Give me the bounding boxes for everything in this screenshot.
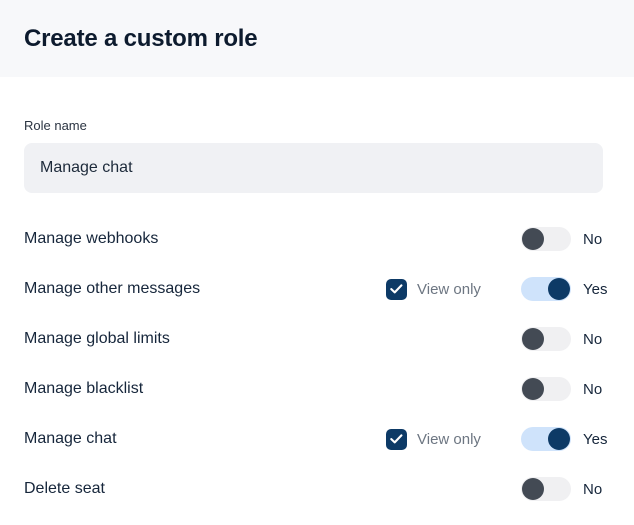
permission-label: Manage webhooks xyxy=(24,230,159,247)
toggle-state-label: No xyxy=(583,380,603,398)
permission-row: Manage chat View only Yes xyxy=(24,414,610,464)
permission-toggle[interactable] xyxy=(521,477,571,501)
permission-toggle-group[interactable]: Yes xyxy=(521,427,607,451)
role-name-input[interactable] xyxy=(24,143,603,193)
permission-row: Delete seat No xyxy=(24,464,610,514)
page-header: Create a custom role xyxy=(0,0,634,77)
permission-label: Manage other messages xyxy=(24,280,201,297)
permission-toggle[interactable] xyxy=(521,227,571,251)
permission-label: Manage global limits xyxy=(24,330,170,347)
check-icon xyxy=(390,434,403,444)
permission-label: Delete seat xyxy=(24,480,105,497)
toggle-knob xyxy=(522,478,544,500)
view-only-label: View only xyxy=(417,280,481,298)
view-only-checkbox[interactable] xyxy=(386,278,407,300)
permission-row: Manage blacklist No xyxy=(24,364,610,414)
toggle-state-label: No xyxy=(583,330,603,348)
view-only-group[interactable]: View only xyxy=(386,428,481,450)
role-name-label: Role name xyxy=(24,118,87,133)
permission-label: Manage chat xyxy=(24,430,117,447)
toggle-knob xyxy=(522,328,544,350)
permission-toggle[interactable] xyxy=(521,327,571,351)
toggle-state-label: Yes xyxy=(583,280,608,298)
permission-row: Manage webhooks No xyxy=(24,214,610,264)
role-name-field-group: Role name xyxy=(24,77,610,193)
toggle-state-label: No xyxy=(583,480,603,498)
toggle-state-label: Yes xyxy=(583,430,608,448)
permission-toggle[interactable] xyxy=(521,377,571,401)
toggle-knob xyxy=(522,228,544,250)
permission-toggle[interactable] xyxy=(521,427,571,451)
toggle-knob xyxy=(548,428,570,450)
permission-toggle-group[interactable]: No xyxy=(521,327,602,351)
permission-toggle-group[interactable]: No xyxy=(521,377,602,401)
permission-label: Manage blacklist xyxy=(24,380,144,397)
view-only-label: View only xyxy=(417,430,481,448)
view-only-group[interactable]: View only xyxy=(386,278,481,300)
permission-row: Manage other messages View only Yes xyxy=(24,264,610,314)
toggle-knob xyxy=(548,278,570,300)
page-title: Create a custom role xyxy=(24,24,258,52)
permission-toggle-group[interactable]: Yes xyxy=(521,277,607,301)
permission-row: Manage global limits No xyxy=(24,314,610,364)
permission-toggle-group[interactable]: No xyxy=(521,477,602,501)
toggle-state-label: No xyxy=(583,230,603,248)
toggle-knob xyxy=(522,378,544,400)
view-only-checkbox[interactable] xyxy=(386,428,407,450)
permission-toggle-group[interactable]: No xyxy=(521,227,602,251)
permission-toggle[interactable] xyxy=(521,277,571,301)
check-icon xyxy=(390,284,403,294)
